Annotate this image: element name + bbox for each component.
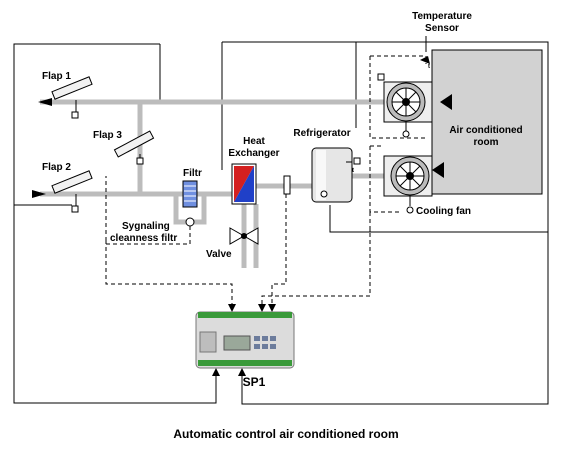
valve-label: Valve [206,249,232,260]
air-conditioned-room: Air conditioned room [431,49,543,195]
temperature-sensor-icon: t [420,36,430,70]
heat-exchanger-label-1: Heat [243,136,265,147]
flap2-label: Flap 2 [42,162,71,173]
refrigerator-label: Refrigerator [293,128,350,139]
filter-icon [182,180,198,208]
control-wiring [13,41,549,405]
refrigerator-icon [311,147,353,203]
flap1-label: Flap 1 [42,71,71,82]
upper-fan-icon [383,81,452,138]
refrigerator-sensor-icon: t [352,157,361,174]
temperature-sensor-label-2: Sensor [425,23,459,34]
diagram-caption: Automatic control air conditioned room [173,427,398,441]
svg-text:t: t [428,64,430,70]
signal-lines [105,194,371,376]
cooling-fan-icon [383,155,444,214]
temperature-sensor-label-1: Temperature [412,11,472,22]
duct-temperature-sensor-icon [377,73,385,81]
valve-icon [229,227,259,245]
ac-room-label-1: Air conditioned [449,125,522,136]
controller-sp1-icon [195,311,295,369]
signaling-label-2: cleanness filtr [110,233,177,244]
cleanness-sensor-icon [105,176,195,245]
flap3-icon [113,130,155,165]
signaling-label-1: Sygnaling [122,221,170,232]
flap3-label: Flap 3 [93,130,122,141]
controller-label: SP1 [243,375,266,389]
cooling-fan-label: Cooling fan [416,206,471,217]
filter-label: Filtr [183,168,202,179]
flap2-icon [32,170,93,213]
ac-room-label-2: room [474,137,499,148]
heat-exchanger-icon [231,163,257,205]
heat-exchanger-sensor-icon [283,175,291,195]
flap1-icon [38,76,93,119]
svg-text:t: t [352,168,354,174]
heat-exchanger-label-2: Exchanger [228,148,279,159]
